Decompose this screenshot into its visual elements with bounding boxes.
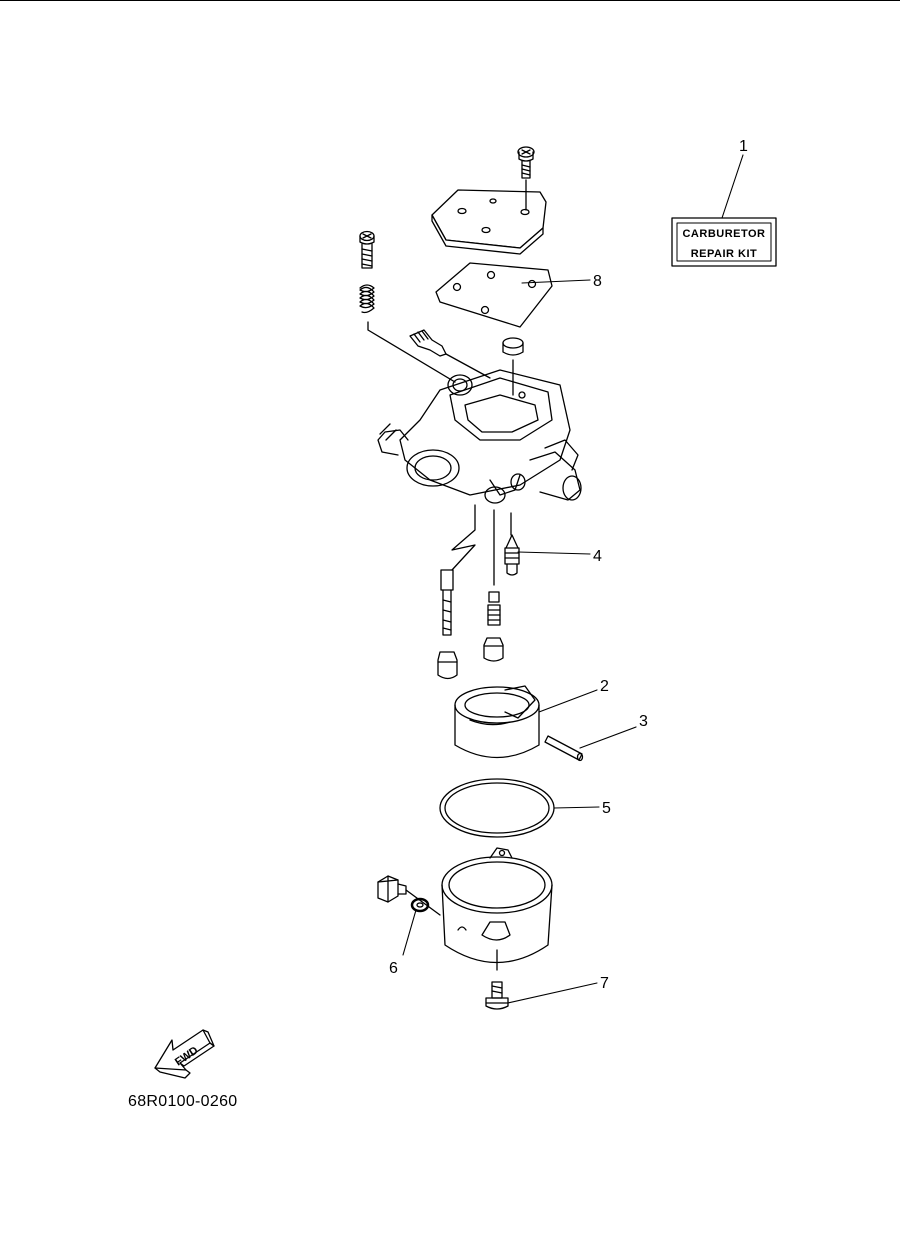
fwd-arrow-icon xyxy=(154,1029,215,1079)
cover-screw xyxy=(517,146,535,211)
callout-3: 3 xyxy=(639,713,648,730)
repair-kit-box xyxy=(671,217,777,267)
float-2 xyxy=(454,685,540,759)
callout-1: 1 xyxy=(739,138,748,155)
o-ring-5 xyxy=(439,778,555,838)
callout-4: 4 xyxy=(593,548,602,565)
needle-valve-4 xyxy=(504,534,520,576)
drain-screw xyxy=(377,875,441,916)
spring xyxy=(359,284,375,314)
washer-6 xyxy=(410,897,430,913)
diagram-code: 68R0100-0260 xyxy=(128,1093,238,1110)
pilot-needle xyxy=(409,329,491,379)
top-rule xyxy=(0,0,900,1)
mixture-screw xyxy=(359,230,375,269)
pilot-jet xyxy=(487,591,501,626)
callout-6: 6 xyxy=(389,960,398,977)
float-bowl xyxy=(441,847,553,971)
callout-5: 5 xyxy=(602,800,611,817)
main-jet xyxy=(437,651,458,680)
main-nozzle xyxy=(440,569,454,636)
repair-kit-line-1: CARBURETOR xyxy=(682,228,765,240)
callout-leaders xyxy=(402,154,744,1004)
repair-kit-line-2: REPAIR KIT xyxy=(691,248,758,260)
gasket-8 xyxy=(435,262,553,328)
top-cover-plate xyxy=(431,189,547,255)
carburetor-body xyxy=(377,369,582,504)
float-pin-3 xyxy=(544,735,584,762)
pilot-jet-plug xyxy=(483,637,504,662)
plug-cap xyxy=(502,337,524,396)
bowl-screw-7 xyxy=(485,981,509,1010)
callout-2: 2 xyxy=(600,678,609,695)
callout-8: 8 xyxy=(593,273,602,290)
callout-7: 7 xyxy=(600,975,609,992)
